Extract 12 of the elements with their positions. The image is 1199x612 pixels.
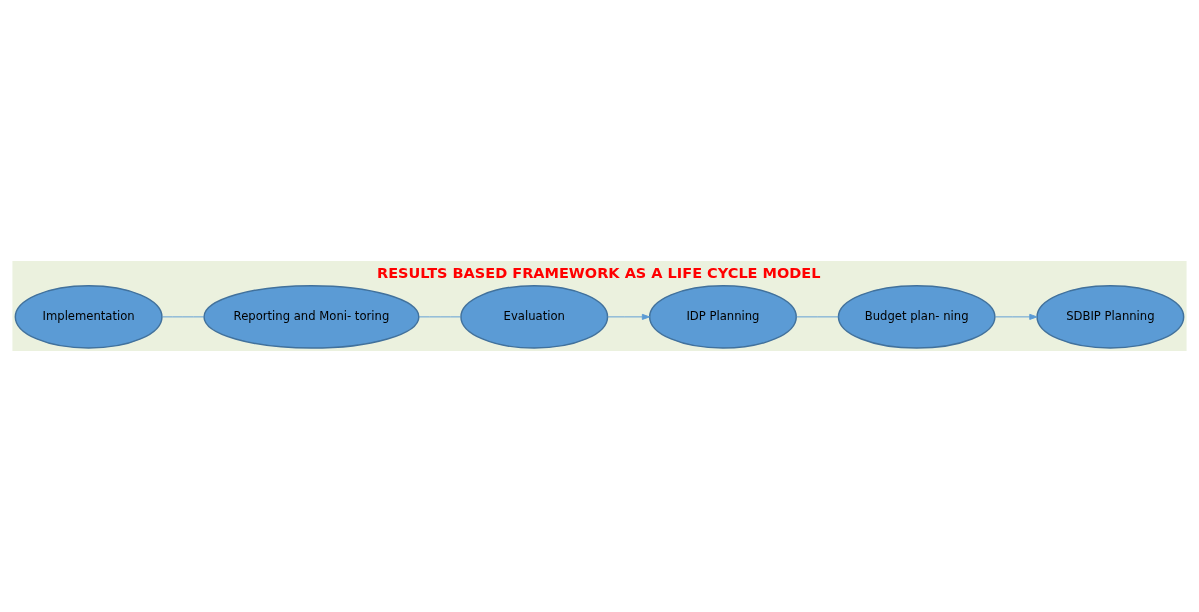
connector — [418, 316, 462, 318]
connector — [161, 316, 205, 318]
node-ellipse: Budget plan- ning — [837, 284, 996, 349]
node-ellipse: Reporting and Moni- toring — [203, 284, 420, 349]
diagram-title: RESULTS BASED FRAMEWORK AS A LIFE CYCLE MODEL — [377, 264, 821, 281]
node-ellipse: SDBIP Planning — [1036, 284, 1185, 349]
connector — [795, 316, 839, 318]
arrow — [607, 313, 651, 320]
node-ellipse: Implementation — [14, 284, 163, 349]
arrow — [994, 313, 1038, 320]
node-ellipse: IDP Planning — [648, 284, 797, 349]
node-ellipse: Evaluation — [460, 284, 609, 349]
